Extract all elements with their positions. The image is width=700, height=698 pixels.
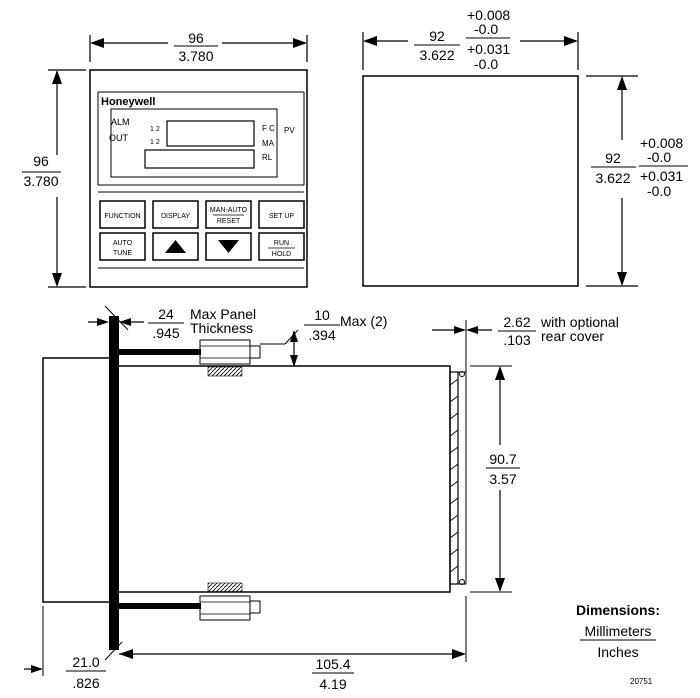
depth-mm: 105.4 [315,656,350,672]
set-up-button[interactable] [258,200,305,229]
front-height-in: 3.780 [23,173,58,189]
panel-thickness-dimension: 24 .945 Max Panel Thickness [88,305,256,341]
auto-tune-button[interactable] [99,232,146,261]
reset-label: RESET [217,218,241,225]
front-depth-in: .826 [72,675,99,691]
cutout-width-mm: 92 [429,28,445,44]
hold-label: HOLD [272,251,291,258]
panel-thickness-label-1: Max Panel [190,306,256,322]
front-width-in: 3.780 [178,48,213,64]
bottom-mounting-clamp [119,582,261,621]
cutout-height-dimension: 92 3.622 +0.008 -0.0 +0.031 -0.0 [586,75,688,287]
top-mounting-clamp [119,339,261,377]
man-auto-reset-button[interactable] [205,200,252,229]
run-label: RUN [274,240,289,247]
legend-denominator: Inches [597,644,638,660]
front-bezel [89,69,308,288]
tune-label: TUNE [113,250,132,257]
down-arrow-icon [218,240,239,253]
function-button[interactable] [99,200,146,229]
cutout-width-tol-mm-minus: -0.0 [474,21,498,37]
legend-numerator: Millimeters [585,623,652,639]
cutout-height-tol-in-minus: -0.0 [647,183,671,199]
panel-thickness-in: .945 [152,325,179,341]
cutout-outline [362,75,579,287]
set-up-label: SET UP [269,213,294,220]
display-frame [110,108,278,178]
down-arrow-button[interactable] [205,232,252,261]
panel-thickness-mm: 24 [158,306,174,322]
panel-wall [109,316,119,650]
function-label: FUNCTION [104,213,140,220]
side-height-mm: 90.7 [489,451,516,467]
brand-logo: Honeywell [101,96,155,108]
depth-in: 4.19 [319,676,346,692]
up-arrow-icon [165,240,186,253]
display-button[interactable] [152,200,199,229]
panel-thickness-label-2: Thickness [190,320,253,336]
cutout-width-tol-in-plus: +0.031 [467,41,510,57]
rear-cover-label-2: rear cover [541,328,604,344]
side-view: 24 .945 Max Panel Thickness 10 .394 Max … [24,305,619,692]
out-label: OUT [109,133,129,143]
cutout-height-tol-in-plus: +0.031 [640,168,683,184]
legend-title: Dimensions: [576,602,660,618]
alm-label: ALM [111,117,130,127]
man-auto-label: MAN-AUTO [210,207,248,214]
cutout-height-tol-mm-plus: +0.008 [640,135,683,151]
front-height-mm: 96 [33,153,49,169]
lower-display [144,149,255,169]
drawing-number: 20751 [630,677,653,686]
front-view: 96 3.780 96 3.780 Honeywell ALM OUT 1 2 … [22,30,308,288]
cutout-width-tol-in-minus: -0.0 [474,56,498,72]
fc-label: F C [262,124,275,133]
cutout-width-dimension: 92 3.622 +0.008 -0.0 +0.031 -0.0 [362,7,579,72]
out-number: 1 2 [150,139,160,146]
ma-label: MA [262,139,275,148]
dimensions-legend: Dimensions: Millimeters Inches [576,602,660,660]
clamp-label: Max (2) [340,313,387,329]
clamp-dimension: 10 .394 Max (2) [260,307,387,367]
clamp-in: .394 [308,327,335,343]
rl-label: RL [262,153,273,162]
rear-terminal-block [449,371,467,585]
rear-cover-dimension: 2.62 .103 with optional rear cover [432,314,619,372]
front-width-mm: 96 [188,30,204,46]
cutout-height-tol-mm-minus: -0.0 [647,149,671,165]
cutout-width-tol-mm-plus: +0.008 [467,7,510,23]
front-width-dimension: 96 3.780 [89,30,308,64]
side-height-dimension: 90.7 3.57 [470,365,520,593]
upper-display [166,120,255,147]
cutout-height-mm: 92 [605,150,621,166]
cutout-height-in: 3.622 [595,170,630,186]
side-height-in: 3.57 [489,471,516,487]
rear-cover-mm: 2.62 [503,314,530,330]
run-hold-button[interactable] [258,232,305,261]
rear-cover-in: .103 [503,332,530,348]
depth-dimensions: 21.0 .826 105.4 4.19 [24,596,467,692]
cutout-width-in: 3.622 [419,47,454,63]
display-label: DISPLAY [161,213,190,220]
panel-cutout-view: 92 3.622 +0.008 -0.0 +0.031 -0.0 92 3.62… [362,7,688,287]
front-height-dimension: 96 3.780 [22,69,86,288]
pv-label: PV [284,126,295,135]
side-bezel [42,357,112,603]
auto-label: AUTO [113,240,133,247]
front-depth-mm: 21.0 [72,654,99,670]
alm-number: 1 2 [150,126,160,133]
rear-cover-label-1: with optional [540,314,619,330]
up-arrow-button[interactable] [152,232,199,261]
clamp-mm: 10 [314,307,330,323]
housing-outline [119,365,451,593]
